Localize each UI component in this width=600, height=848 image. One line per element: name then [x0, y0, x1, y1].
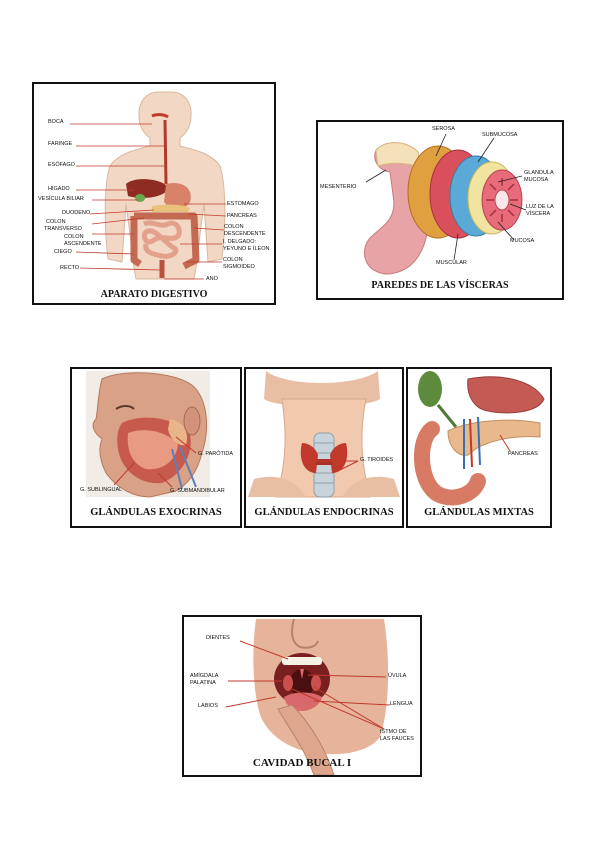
viscera-walls-caption: PAREDES DE LAS VÍSCERAS [371, 280, 509, 291]
endocrine-glands-illustration [248, 371, 400, 498]
label-vesicula-biliar: VESÍCULA BILIAR [38, 196, 84, 202]
mixed-glands-caption: GLÁNDULAS MIXTAS [424, 507, 534, 518]
label-g-sublingual: G. SUBLINGUAL [80, 487, 123, 493]
label-luz-de-la-viscera: LUZ DE LA VÍSCERA [526, 204, 554, 217]
label-g-parotida: G. PARÓTIDA [198, 451, 234, 457]
mixed-glands-illustration [413, 371, 545, 506]
label-glandula-mucosa: GLANDULA MUCOSA [524, 170, 554, 183]
label-amigdala-palatina: AMÍGDALA PALATINA [190, 673, 219, 686]
digestive-system-illustration [70, 91, 227, 280]
label-g-submandibular: G. SUBMANDIBULAR [170, 488, 225, 494]
label-mesenterio: MESENTERIO [320, 184, 357, 190]
label-colon-descendente: COLON DESCENDENTE [224, 224, 266, 237]
label-recto: RECTO [60, 265, 80, 271]
label-pancreas: PANCREAS [227, 213, 257, 219]
label-labios: LABIOS [198, 703, 218, 709]
label-submucosa: SUBMUCOSA [482, 132, 518, 138]
endocrine-glands-card: G. TIROIDES GLÁNDULAS ENDOCRINAS [244, 367, 404, 528]
label-higado: HIGADO [48, 186, 70, 192]
label-muscular: MUSCULAR [436, 260, 467, 266]
exocrine-glands-card: G. PARÓTIDA G. SUBLINGUAL G. SUBMANDIBUL… [70, 367, 242, 528]
digestive-system-card: BOCA FARINGE ESÓFAGO HIGADO VESÍCULA BIL… [32, 82, 276, 305]
viscera-walls-illustration [364, 133, 527, 275]
label-serosa: SEROSA [432, 126, 455, 132]
exocrine-glands-caption: GLÁNDULAS EXOCRINAS [90, 507, 222, 518]
oral-cavity-illustration [225, 618, 391, 775]
label-pancreas-mixta: PANCREAS [508, 451, 538, 457]
label-estomago: ESTOMAGO [227, 201, 259, 207]
label-colon-transverso: COLON TRANSVERSO [44, 219, 82, 232]
label-uvula: ÚVULA [388, 673, 407, 679]
label-intestino-delgado: I. DELGADO: YEYUNO E ÍLEON [223, 239, 270, 252]
label-dientes: DIENTES [206, 635, 230, 641]
label-faringe: FARINGE [48, 141, 73, 147]
label-ano: ANO [206, 276, 218, 282]
oral-cavity-card: DIENTES AMÍGDALA PALATINA LABIOS ÚVULA L… [182, 615, 422, 777]
exocrine-glands-illustration [86, 371, 210, 498]
endocrine-glands-caption: GLÁNDULAS ENDOCRINAS [254, 507, 394, 518]
label-mucosa: MUCOSA [510, 238, 535, 244]
label-boca: BOCA [48, 119, 64, 125]
mixed-glands-card: PANCREAS GLÁNDULAS MIXTAS [406, 367, 552, 528]
label-colon-sigmoideo: COLON SIGMOIDEO [223, 257, 255, 270]
label-lengua: LENGUA [390, 701, 413, 707]
label-istmo-de-las-fauces: ISTMO DE LAS FAUCES [380, 729, 414, 742]
oral-cavity-caption: CAVIDAD BUCAL I [252, 757, 352, 769]
digestive-caption: APARATO DIGESTIVO [100, 289, 208, 300]
label-g-tiroides: G. TIROIDES [360, 457, 394, 463]
label-colon-ascendente: COLON ASCENDENTE [64, 234, 102, 247]
label-duodeno: DUODENO [62, 210, 91, 216]
label-ciego: CIEGO [54, 249, 72, 255]
label-esofago: ESÓFAGO [48, 162, 75, 168]
viscera-walls-card: SEROSA SUBMUCOSA GLANDULA MUCOSA MESENTE… [316, 120, 564, 300]
